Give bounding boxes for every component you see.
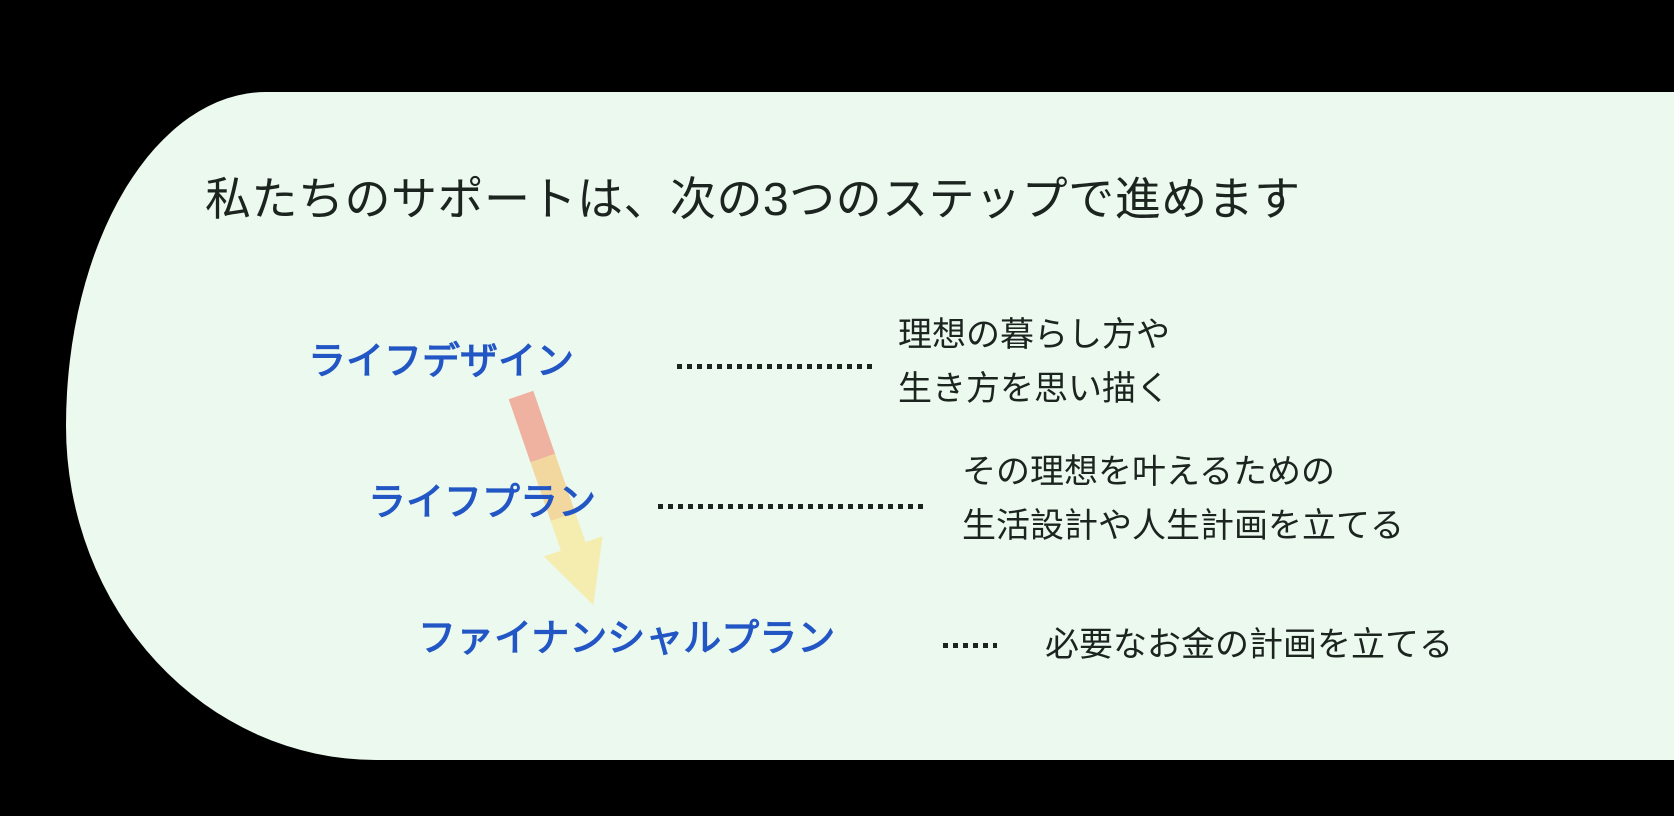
step-description-line: その理想を叶えるための xyxy=(962,453,1335,491)
step-description: 理想の暮らし方や 生き方を思い描く xyxy=(898,308,1170,416)
step-label-life-design: ライフデザイン xyxy=(308,341,575,383)
step-description: その理想を叶えるための 生活設計や人生計画を立てる xyxy=(962,445,1404,553)
step-description-line: 理想の暮らし方や xyxy=(898,316,1170,354)
rounded-panel xyxy=(66,92,1674,760)
dotted-connector xyxy=(658,504,928,509)
page-title: 私たちのサポートは、次の3つのステップで進めます xyxy=(205,173,1301,225)
step-label-financial-plan: ファイナンシャルプラン xyxy=(418,618,836,660)
step-description-line: 必要なお金の計画を立てる xyxy=(1045,626,1453,664)
dotted-connector xyxy=(943,643,997,648)
step-label-life-plan: ライフプラン xyxy=(368,482,597,524)
step-description-line: 生活設計や人生計画を立てる xyxy=(962,507,1404,545)
step-description-line: 生き方を思い描く xyxy=(898,370,1170,408)
step-description: 必要なお金の計画を立てる xyxy=(1045,618,1453,672)
dotted-connector xyxy=(677,364,874,369)
